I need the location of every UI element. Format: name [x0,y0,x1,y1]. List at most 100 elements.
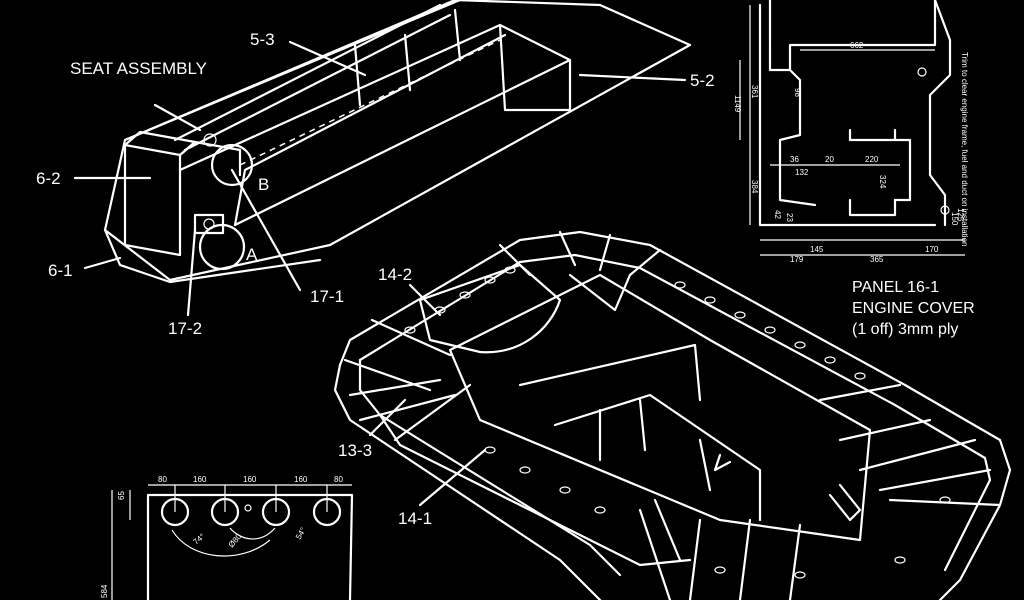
seat-front-block [123,143,182,257]
hole [519,466,531,474]
hole [559,486,571,494]
panel-dimension-lines [739,5,965,256]
hole [894,556,906,564]
hull-outer-rim-front [333,363,602,600]
seat-assembly [73,0,692,317]
hull-inner-rim [358,253,992,572]
seat-assembly-title: SEAT ASSEMBLY [70,59,207,78]
label-detail-b: B [258,175,269,194]
fitting-17-2 [193,213,225,235]
dim-170: 170 [925,245,939,254]
dim-1149: 1149 [733,95,742,113]
dim-42: 42 [773,210,782,219]
frame-bow-brace [568,273,632,312]
label-5-2: 5-2 [690,71,715,90]
hole [764,326,776,334]
hull-seat-bay [553,393,762,522]
panel-cutouts [848,128,897,217]
hull-inner-tray [448,273,872,542]
panel-note: Trim to clear engine frame, fuel and duc… [960,52,969,246]
side-panel-14-1 [378,413,692,567]
leader-5-2 [578,73,687,82]
bottom-panel-outline [146,493,354,600]
hull-outer-rim [338,230,1012,600]
dim-179: 179 [790,255,804,264]
hole [939,496,951,504]
bottom-dim-65: 65 [117,491,126,500]
seat-hidden-line [239,39,501,166]
bottom-dim-584: 584 [100,584,109,598]
label-5-3: 5-3 [250,30,275,49]
leader-5-3 [288,40,367,77]
bottom-angle-74: 74° [192,532,207,547]
label-17-2: 17-2 [168,319,202,338]
dim-36: 36 [790,155,799,164]
label-detail-a: A [246,245,258,264]
label-6-2: 6-2 [36,169,61,188]
hole [794,571,806,579]
label-6-1: 6-1 [48,261,73,280]
dim-384: 384 [750,180,759,194]
hole [794,341,806,349]
hole [459,291,471,299]
hull-inner-rim-front [358,358,622,577]
bottom-dim-dia-80: Ø80 [227,531,244,549]
label-14-1: 14-1 [398,509,432,528]
hole [594,506,606,514]
bottom-angle-54: 54° [294,526,308,541]
hole [704,296,716,304]
bottom-dim-160-2: 160 [243,475,257,484]
bottom-dim-80-right: 80 [334,475,343,484]
panel-title-line1: PANEL 16-1 [852,279,939,296]
dim-20: 20 [825,155,834,164]
bottom-panel-drawing [111,484,354,600]
seat-inner-box [178,23,572,227]
dim-150: 150 [950,212,959,226]
panel-title-line3: (1 off) 3mm ply [852,321,958,338]
hole [404,326,416,334]
hull-struts-front [638,498,802,600]
panel-cutout-side [893,138,912,202]
panel-title-line2: ENGINE COVER [852,300,975,317]
hull-struts-right [818,383,1002,507]
leader-17-2 [186,228,197,317]
rim-holes [404,266,951,579]
dim-98: 98 [793,88,802,97]
bottom-panel-side-dim-lines [111,490,131,600]
frame-14-2 [418,263,562,354]
panel-upper-cut [768,0,937,72]
label-13-3: 13-3 [338,441,372,460]
leader-17-1 [230,168,302,292]
seat-inner-wall [233,33,507,227]
panel-outline-left [758,3,937,227]
dim-324: 324 [878,175,887,189]
dim-23: 23 [785,213,794,222]
leader-6-1 [83,256,122,270]
bottom-dim-160-1: 160 [193,475,207,484]
hull-floor-edge [518,343,702,402]
hull-cleat [828,483,862,522]
bottom-dim-160-3: 160 [294,475,308,484]
hull-struts-left [343,318,472,442]
seat-rails [173,3,452,152]
dim-220: 220 [865,155,879,164]
leader-13-3 [368,398,407,437]
dim-132: 132 [795,168,809,177]
dim-125: 125 [956,208,965,222]
rail-end-hole [203,133,217,147]
hole [674,281,686,289]
dim-662: 662 [850,41,864,50]
dim-361: 361 [750,85,759,99]
hole [824,356,836,364]
seat-end-box [498,23,572,112]
seat-base [103,228,322,284]
leader-14-2 [408,283,442,317]
detail-b-circle [210,143,254,187]
bottom-angle-arcs [171,527,276,557]
hole [854,372,866,380]
panel-hole-upper [917,67,927,77]
hole [504,266,516,274]
leader-14-1 [418,448,487,507]
